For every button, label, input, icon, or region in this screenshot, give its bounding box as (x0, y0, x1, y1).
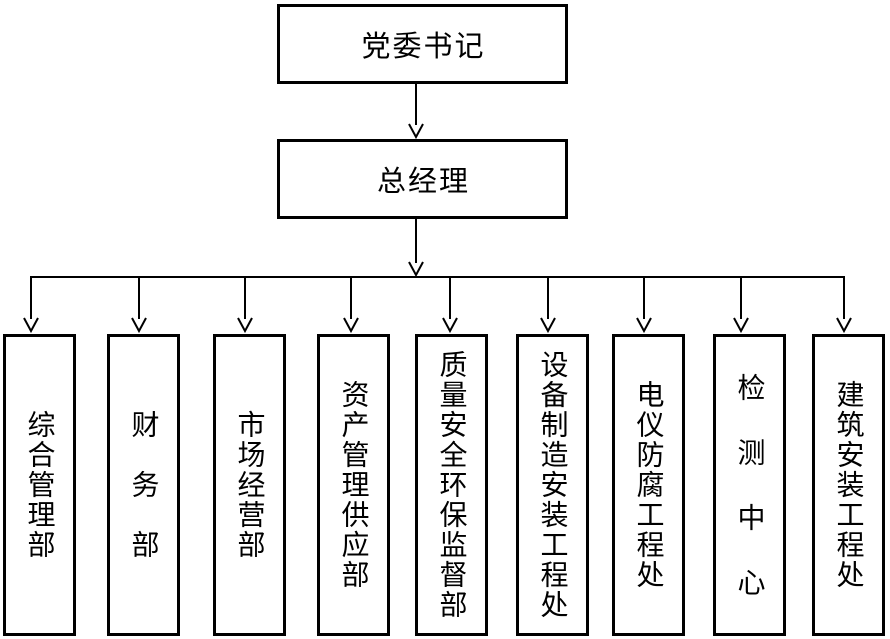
arrow-head-icon (733, 317, 749, 334)
arrow-head-icon (343, 317, 359, 334)
arrow-head-icon (408, 123, 424, 140)
dept-label: 检 测 中 心 (733, 372, 767, 598)
arrow-head-icon (442, 317, 458, 334)
dept-label: 市场经营部 (233, 410, 267, 560)
dept-box-quality-safety-env-supervision: 质量安全环保监督部 (415, 334, 488, 636)
dept-label: 综合管理部 (23, 410, 57, 560)
dept-box-market-operation: 市场经营部 (213, 334, 286, 636)
box-label: 党委书记 (361, 29, 486, 63)
dept-label: 电仪防腐工程处 (632, 380, 666, 590)
box-label: 总经理 (376, 164, 470, 198)
dept-label: 设备制造安装工程处 (536, 350, 570, 620)
dept-box-construction-installation: 建筑安装工程处 (812, 334, 885, 636)
dept-box-general-management: 综合管理部 (3, 334, 76, 636)
dept-label: 财 务 部 (127, 410, 161, 560)
arrow-head-icon (636, 317, 652, 334)
dept-label: 建筑安装工程处 (832, 380, 866, 590)
arrow-head-icon (131, 317, 147, 334)
arrow-head-icon (408, 261, 424, 278)
arrow-head-icon (836, 317, 852, 334)
box-party-committee-secretary: 党委书记 (277, 4, 568, 84)
box-general-manager: 总经理 (277, 139, 568, 219)
dept-box-finance: 财 务 部 (107, 334, 180, 636)
dept-box-asset-management-supply: 资产管理供应部 (317, 334, 390, 636)
arrow-head-icon (540, 317, 556, 334)
dept-box-electrical-instrument-anticorrosion: 电仪防腐工程处 (612, 334, 685, 636)
arrow-head-icon (237, 317, 253, 334)
dept-label: 质量安全环保监督部 (435, 350, 469, 620)
arrow-head-icon (23, 317, 39, 334)
dept-box-equipment-manufacturing-installation: 设备制造安装工程处 (516, 334, 589, 636)
dept-box-testing-center: 检 测 中 心 (713, 334, 786, 636)
dept-label: 资产管理供应部 (337, 380, 371, 590)
